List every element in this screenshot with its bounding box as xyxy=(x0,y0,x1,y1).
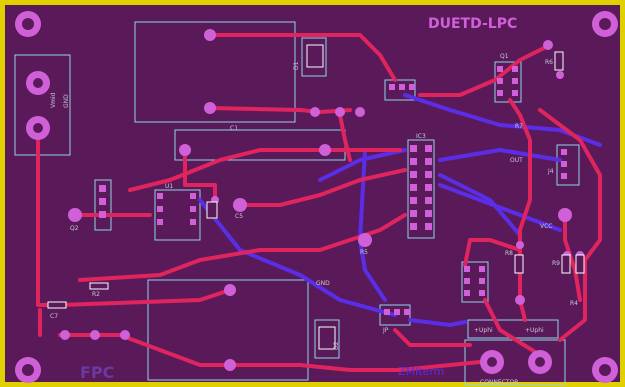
silkscreen-outlines xyxy=(14,21,580,386)
label-c7: C7 xyxy=(50,313,58,320)
bottom-right-label: ZMIterm xyxy=(398,365,444,378)
label-r7: R7 xyxy=(515,123,523,130)
trace-red-13 xyxy=(538,108,602,342)
trace-red-11 xyxy=(418,43,552,97)
trace-blue-7 xyxy=(408,318,467,327)
trace-blue-6 xyxy=(438,183,562,232)
label-gnd: GND xyxy=(63,94,70,108)
ic-pin-rows xyxy=(99,66,567,315)
trace-red-2 xyxy=(208,106,352,114)
label-r6: R6 xyxy=(545,59,553,66)
label-r2: R2 xyxy=(92,291,100,298)
label-gnd-2: GND xyxy=(316,280,330,287)
label-c1: C1 xyxy=(230,125,238,132)
resistor-bodies xyxy=(47,44,585,350)
trace-red-18 xyxy=(338,113,352,162)
trace-blue-1 xyxy=(198,198,397,317)
trace-red-14 xyxy=(463,238,522,267)
trace-red-1 xyxy=(208,33,397,82)
label-ic: IC3 xyxy=(416,133,426,140)
trace-red-4 xyxy=(58,333,502,372)
trace-red-7 xyxy=(128,148,322,192)
label-r9: R9 xyxy=(552,260,560,267)
trace-red-10 xyxy=(78,213,407,282)
label-d2: D2 xyxy=(333,341,340,350)
trace-red-6 xyxy=(183,148,217,202)
terminal-pads xyxy=(26,71,552,374)
board-title: DUETD-LPC xyxy=(428,16,517,32)
label-r4: R4 xyxy=(570,300,578,307)
trace-blue-3 xyxy=(358,148,387,302)
terminal-block-left xyxy=(14,54,71,156)
label-r5: R5 xyxy=(360,249,368,256)
trace-blue-8 xyxy=(438,173,522,237)
relay-outline-top xyxy=(134,21,296,123)
ic-outline-main xyxy=(407,139,435,239)
component-labels: Vmid GND Q2 C1 R2 D1 U1 C5 IC3 R5 R6 Q1 … xyxy=(50,53,578,386)
header-outline-right xyxy=(556,144,580,186)
label-r8: R8 xyxy=(505,250,513,257)
label-signal-2: +Uphi xyxy=(525,327,544,334)
trace-blue-5 xyxy=(438,148,562,162)
label-signal-1: +Uphi xyxy=(474,327,493,334)
label-vcc: VCC xyxy=(540,223,552,230)
trace-red-15 xyxy=(483,298,542,357)
label-q1: Q1 xyxy=(500,53,509,60)
label-connector: CONNECTOR xyxy=(480,379,518,386)
label-jp: JP xyxy=(382,327,389,334)
bottom-layer-traces xyxy=(198,93,602,327)
trace-red-19 xyxy=(393,328,472,347)
label-q2: Q2 xyxy=(70,225,79,232)
ic-outline-bottom-right xyxy=(461,261,489,303)
mounting-holes xyxy=(15,11,618,383)
label-j4: J4 xyxy=(547,168,554,175)
label-c5: C5 xyxy=(235,213,243,220)
diode-outline-top xyxy=(301,37,327,77)
trace-blue-2 xyxy=(318,148,407,182)
header-outline-left xyxy=(94,179,112,231)
label-d1: D1 xyxy=(293,61,300,70)
label-u1: U1 xyxy=(165,183,173,190)
relay-outline-bottom xyxy=(147,279,309,381)
label-out: OUT xyxy=(510,157,523,164)
bottom-logo: FPC xyxy=(80,363,114,382)
ic-outline-left xyxy=(154,189,201,241)
trace-red-9 xyxy=(238,168,407,207)
diode-outline-bottom xyxy=(314,319,340,359)
label-vmid: Vmid xyxy=(50,92,57,108)
